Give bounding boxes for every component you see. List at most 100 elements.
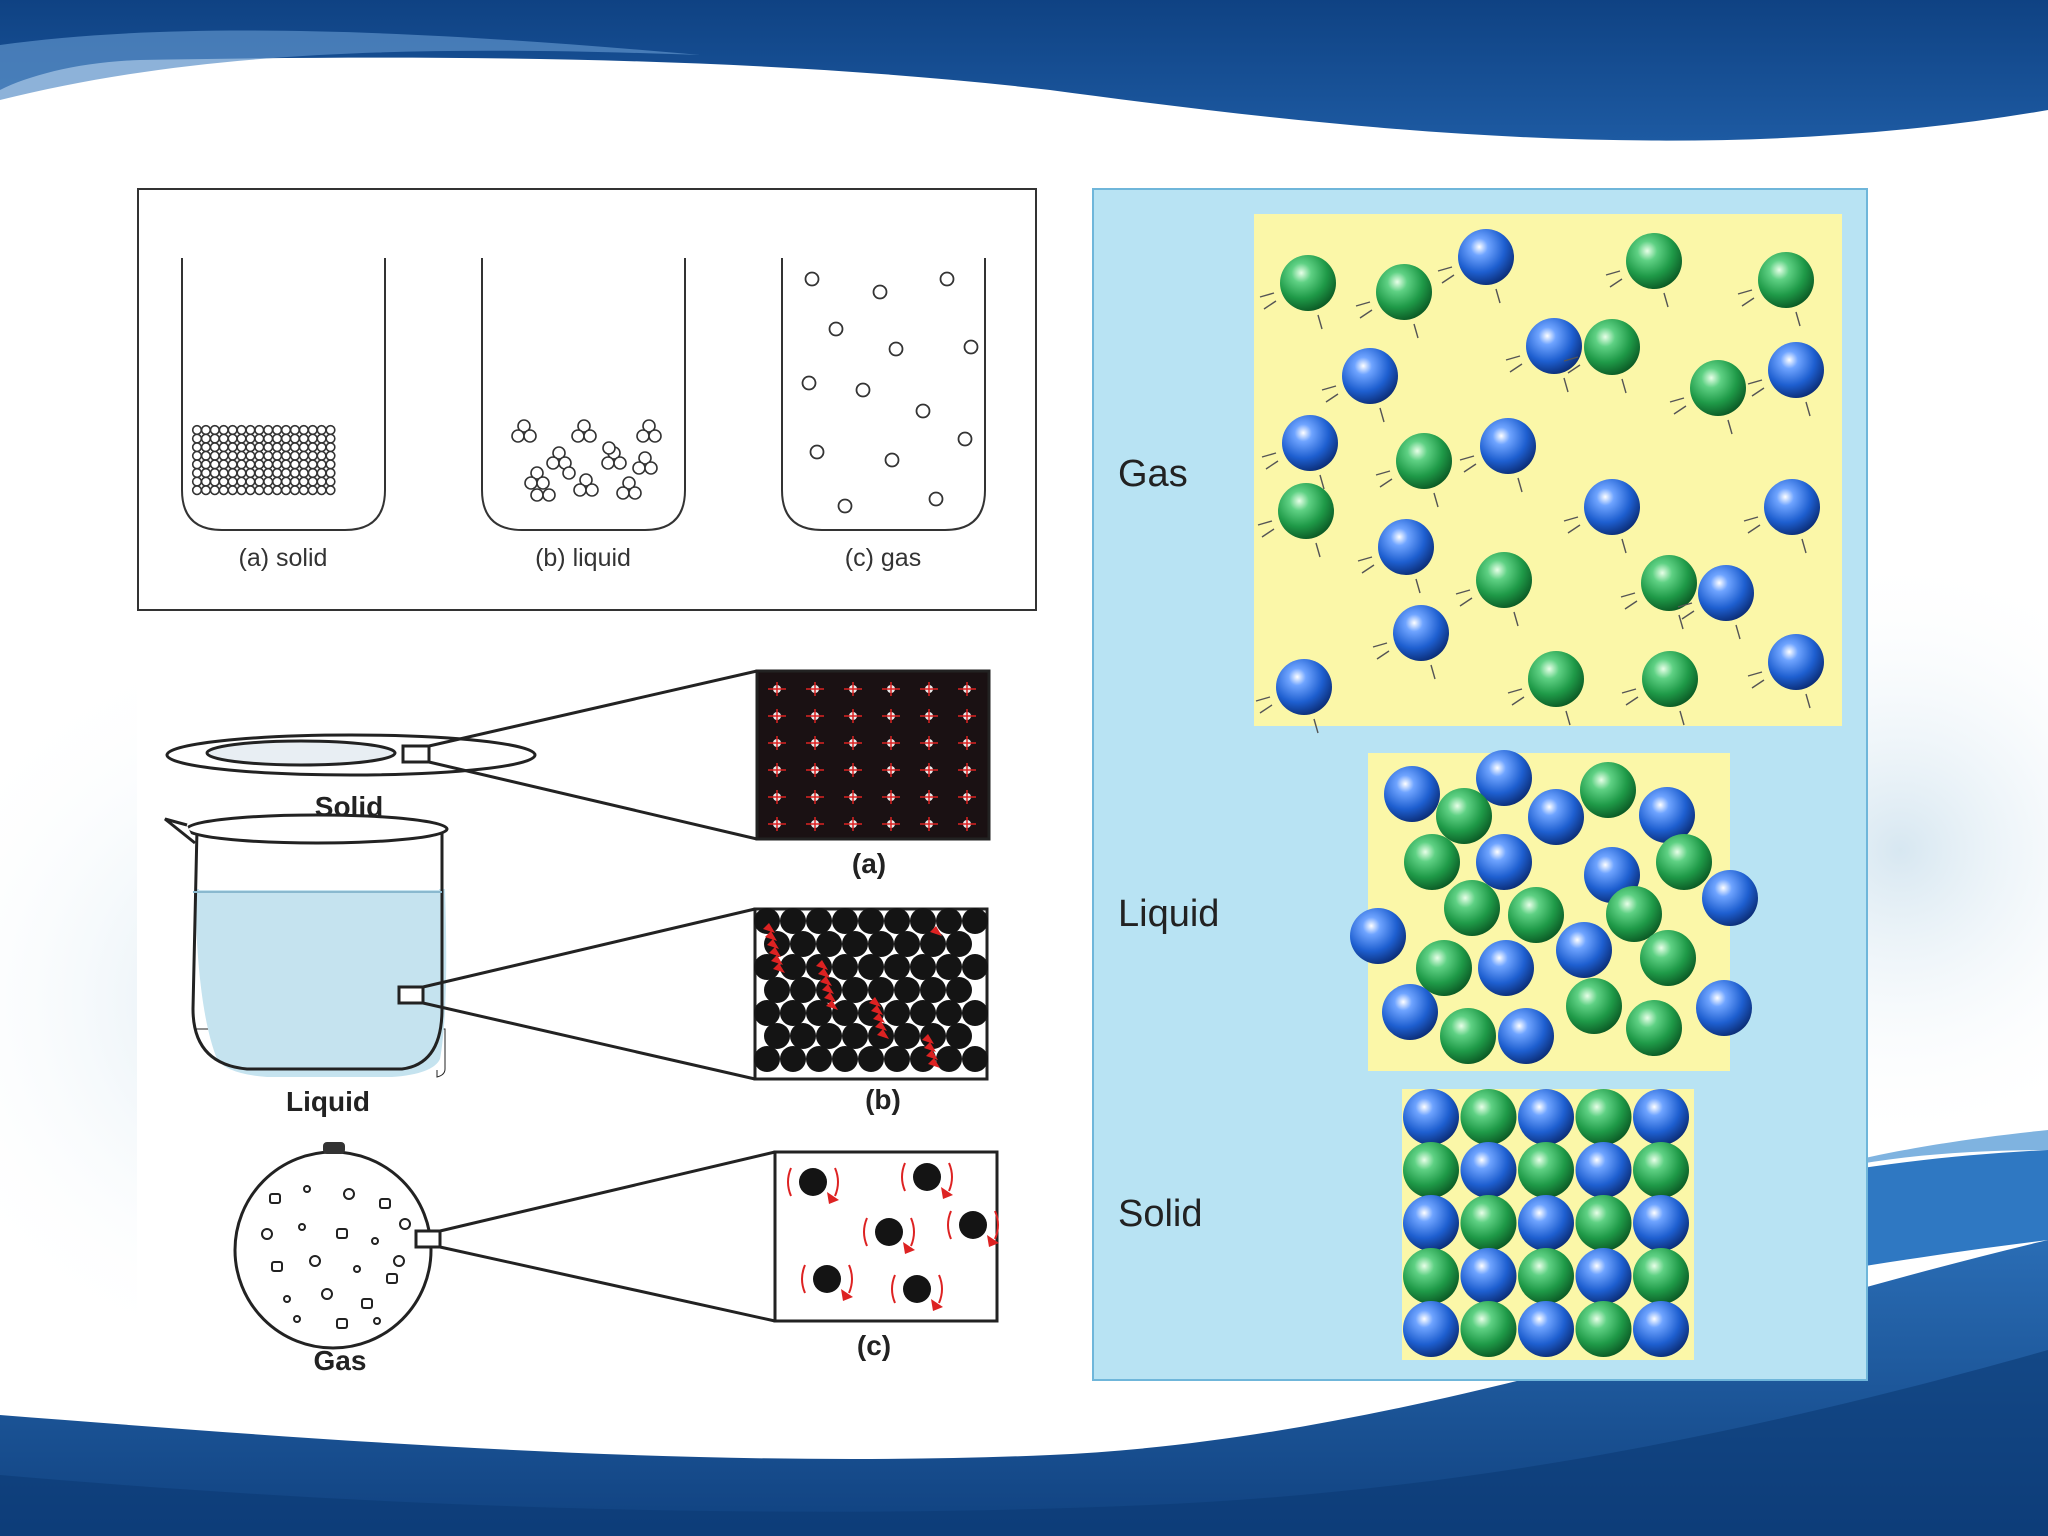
green-particle xyxy=(1396,433,1452,489)
blue-particle xyxy=(1458,229,1514,285)
solid-particle xyxy=(218,442,229,453)
liquid-inset-particles xyxy=(754,908,988,1072)
solid-particle xyxy=(254,450,265,461)
solid-particle xyxy=(209,467,220,479)
gas-flask-particle xyxy=(386,1273,398,1284)
gas-flask-particle xyxy=(373,1317,381,1325)
green-particle xyxy=(1416,940,1472,996)
liquid-particle xyxy=(546,456,560,470)
green-particle xyxy=(1436,788,1492,844)
motion-arrow xyxy=(822,984,834,994)
gas-particle xyxy=(828,321,844,337)
blue-particle xyxy=(1702,870,1758,926)
blue-particle xyxy=(1276,659,1332,715)
motion-lines xyxy=(1669,397,1733,435)
liquid-molecule xyxy=(858,908,884,934)
motion-lines xyxy=(1743,516,1807,554)
blue-particle xyxy=(1575,1142,1632,1198)
vibration-mark xyxy=(882,736,900,750)
liquid-particle xyxy=(573,483,587,497)
solid-particle xyxy=(218,459,229,470)
liquid-particle xyxy=(648,429,662,443)
solid-particle xyxy=(263,424,274,436)
blue-particle xyxy=(1633,1089,1689,1145)
vibration-mark xyxy=(768,790,786,804)
liquid-particle xyxy=(602,441,616,455)
solid-dish xyxy=(165,733,537,777)
motion-arrow xyxy=(818,968,830,978)
liquid-particle xyxy=(530,488,544,502)
motion-lines xyxy=(1507,688,1571,726)
blue-particle xyxy=(1518,1301,1574,1357)
gas-particle xyxy=(809,444,825,460)
solid-particle xyxy=(280,459,292,470)
solid-particle xyxy=(289,450,300,461)
gas-flask-particle xyxy=(336,1318,348,1329)
solid-particle xyxy=(245,450,256,461)
blue-particle xyxy=(1476,750,1532,806)
green-particle xyxy=(1656,834,1712,890)
liquid-molecule xyxy=(910,908,936,934)
liquid-molecule xyxy=(790,977,816,1003)
green-particle xyxy=(1508,887,1564,943)
liquid-molecule xyxy=(894,1023,920,1049)
solid-particle xyxy=(227,424,238,436)
green-particle xyxy=(1633,1142,1689,1198)
liquid-particle xyxy=(571,429,585,443)
vibration-mark xyxy=(844,709,862,723)
solid-particle xyxy=(236,459,247,470)
vibration-mark xyxy=(844,682,862,696)
solid-particle xyxy=(191,467,203,479)
green-particle xyxy=(1641,555,1697,611)
inset-c-label: (c) xyxy=(857,1330,891,1361)
solid-particle xyxy=(325,476,336,487)
liquid-model-label: Liquid xyxy=(1118,893,1219,935)
solid-particle xyxy=(316,450,327,461)
green-particle xyxy=(1575,1301,1632,1357)
motion-arrow xyxy=(941,1187,953,1199)
particle-model: Gas Liquid Solid xyxy=(1118,214,1842,1360)
green-particle xyxy=(1566,978,1622,1034)
vibration-mark xyxy=(920,736,938,750)
solid-particle xyxy=(289,476,300,487)
gas-flask-particle xyxy=(353,1265,361,1273)
green-particle xyxy=(1626,1000,1682,1056)
motion-arrow xyxy=(987,1235,999,1247)
solid-particle xyxy=(325,459,336,470)
solid-particle xyxy=(307,467,318,479)
solid-particle xyxy=(263,485,274,496)
solid-particle xyxy=(209,450,220,461)
solid-particle xyxy=(298,424,309,436)
green-particle xyxy=(1633,1248,1689,1304)
motion-arrow xyxy=(931,1299,943,1311)
liquid-molecule xyxy=(764,1023,790,1049)
green-particle xyxy=(1440,1008,1496,1064)
liquid-molecule xyxy=(884,1000,910,1026)
liquid-particle xyxy=(616,486,630,500)
gas-flask-particle xyxy=(298,1223,306,1231)
solid-particle xyxy=(272,467,283,479)
solid-particle xyxy=(272,459,283,470)
solid-particle xyxy=(236,424,247,436)
liquid-particle xyxy=(517,419,531,433)
green-particle xyxy=(1460,1089,1517,1145)
solid-particle xyxy=(263,450,274,461)
solid-particle xyxy=(200,424,212,436)
blue-particle xyxy=(1403,1195,1459,1251)
vibration-mark xyxy=(920,709,938,723)
solid-particle xyxy=(325,424,336,436)
green-particle xyxy=(1575,1089,1632,1145)
liquid-particle xyxy=(542,488,556,502)
vibration-mark xyxy=(920,682,938,696)
solid-particle xyxy=(245,485,256,496)
liquid-particle xyxy=(530,466,544,480)
blue-particle xyxy=(1393,605,1449,661)
liquid-molecule xyxy=(962,1000,988,1026)
vibration-mark xyxy=(806,763,824,777)
motion-lines xyxy=(1677,602,1741,640)
solid-particle xyxy=(263,442,274,453)
liquid-molecule xyxy=(868,931,894,957)
liquid-molecule xyxy=(962,908,988,934)
gas-flask-particle xyxy=(283,1295,291,1303)
solid-particle xyxy=(298,442,309,453)
